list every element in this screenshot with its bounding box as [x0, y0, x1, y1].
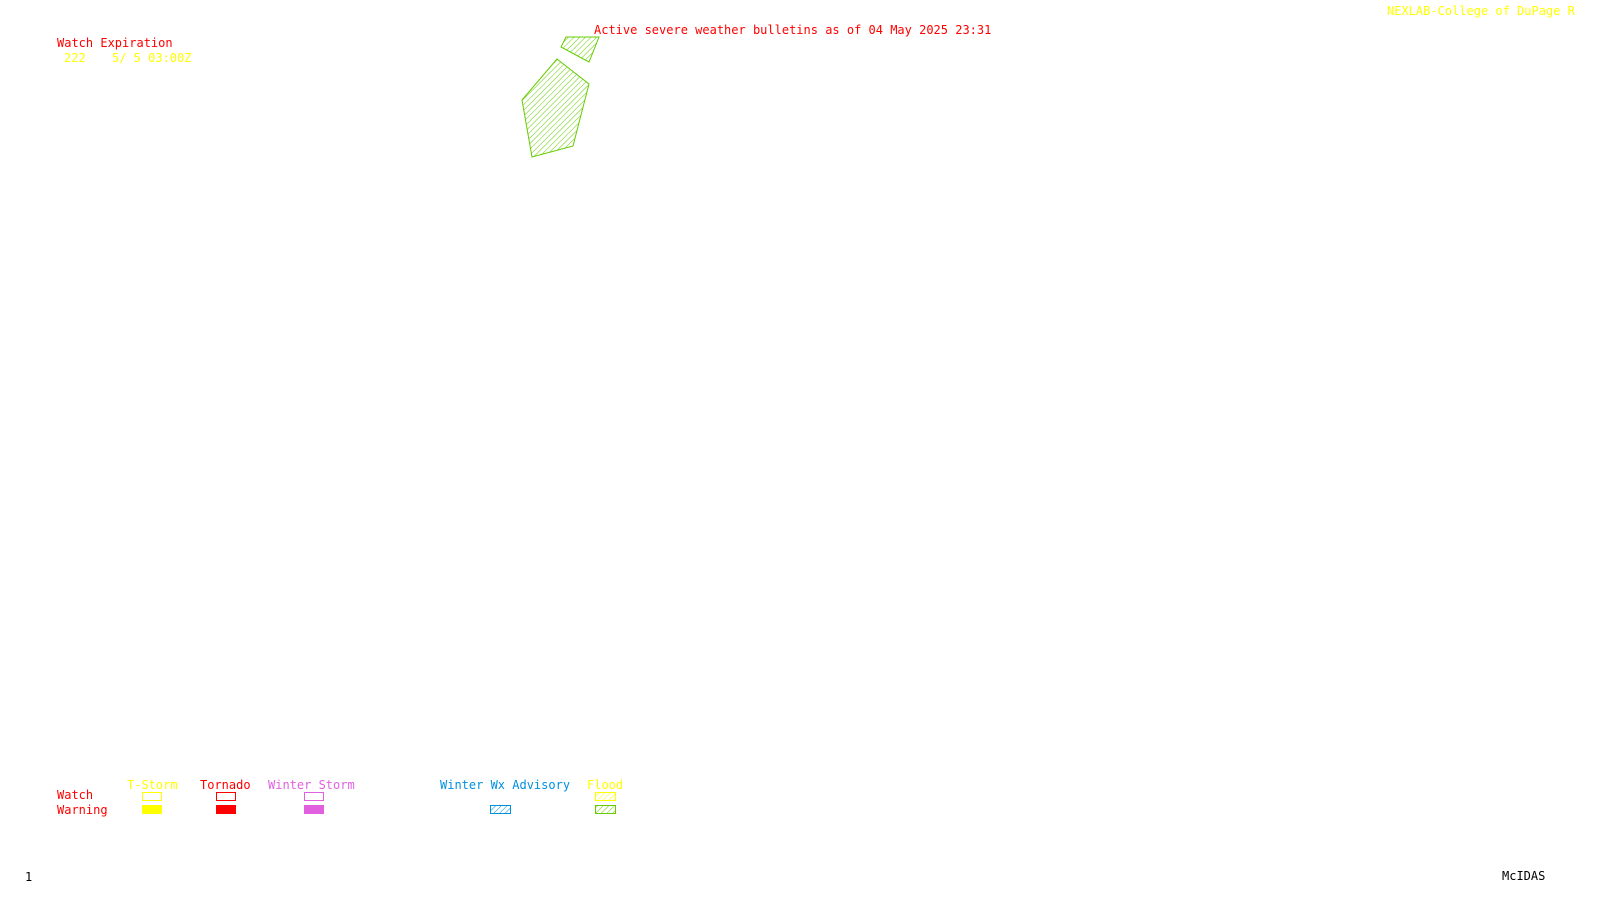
watch-table-heading: Watch Expiration	[57, 36, 173, 50]
legend-winter-storm-warning-swatch	[304, 805, 324, 814]
software-label: McIDAS	[1502, 869, 1546, 883]
legend-winter-storm-watch-swatch	[304, 792, 324, 801]
credit-label: NEXLAB-College of DuPage R	[1387, 4, 1575, 18]
legend-winter-wx-advisory-label: Winter Wx Advisory	[440, 778, 571, 792]
legend-row-warning: Warning	[57, 803, 108, 817]
watch-expiration-time: 5/ 5 03:00Z	[112, 51, 192, 65]
legend-tstorm-label: T-Storm	[127, 778, 178, 792]
legend-row-watch: Watch	[57, 788, 94, 802]
watch-number: 222	[64, 51, 86, 65]
legend-tornado-watch-swatch	[216, 792, 236, 801]
legend-tstorm-warning-swatch	[142, 805, 162, 814]
flood-warning-polygon-north	[560, 36, 600, 63]
legend-flood-label: Flood	[587, 778, 624, 792]
legend-tstorm-watch-swatch	[142, 792, 162, 801]
legend-flood-watch-swatch	[595, 792, 616, 801]
frame-number: 1	[25, 870, 33, 884]
legend-winter-storm-label: Winter Storm	[268, 778, 355, 792]
legend-flood-warning-swatch	[595, 805, 616, 814]
legend-tornado-warning-swatch	[216, 805, 236, 814]
legend-tornado-label: Tornado	[200, 778, 251, 792]
page-title: Active severe weather bulletins as of 04…	[594, 23, 992, 37]
flood-warning-polygon-south	[521, 58, 590, 158]
legend-winter-wx-advisory-warning-swatch	[490, 805, 511, 814]
